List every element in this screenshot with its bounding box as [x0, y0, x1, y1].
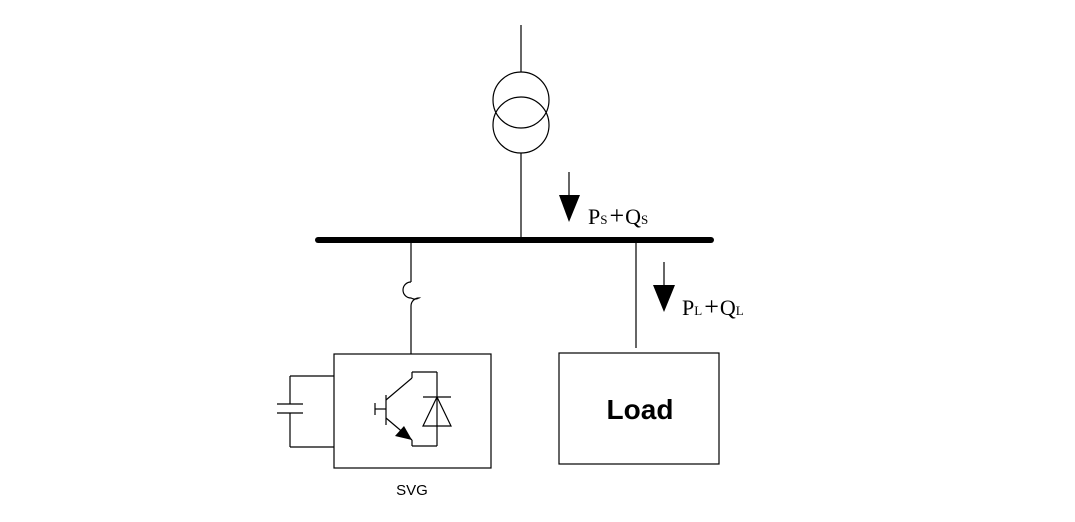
- load-box: [558, 352, 720, 465]
- svg-branch: SVG: [277, 240, 492, 499]
- svg-caption: SVG: [396, 482, 428, 499]
- load-branch: Load: [558, 240, 720, 465]
- load-flow-label: PL+QL: [682, 292, 744, 321]
- load-label: Load: [607, 394, 674, 425]
- svg-converter-box: [333, 353, 492, 469]
- load-flow-arrow-head: [653, 285, 675, 312]
- capacitor-icon: [277, 375, 334, 448]
- source-flow-arrow-head: [559, 195, 580, 222]
- igbt-emitter-arrow: [395, 426, 412, 440]
- igbt-icon: [374, 372, 413, 446]
- load-power-flow: PL+QL: [653, 262, 744, 321]
- reactor-icon: [402, 281, 422, 307]
- source-power-flow: PS+QS: [559, 172, 648, 230]
- transformer-primary-winding: [492, 71, 550, 129]
- source-flow-label: PS+QS: [588, 201, 648, 230]
- transformer-secondary-winding: [492, 96, 550, 154]
- transformer: [492, 25, 550, 240]
- diode-icon: [412, 371, 452, 447]
